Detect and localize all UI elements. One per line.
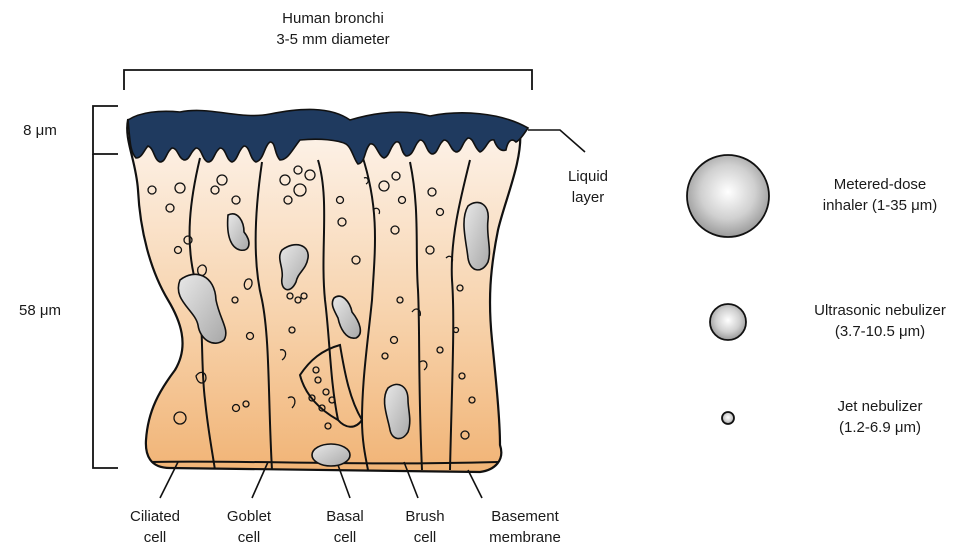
title-line1: Human bronchi: [258, 8, 408, 29]
jet-nebulizer-label: Jet nebulizer (1.2-6.9 μm): [790, 396, 970, 438]
diameter-bracket: [124, 70, 532, 90]
cell-thickness-label: 58 μm: [10, 300, 70, 321]
basement-membrane-label: Basement membrane: [470, 506, 580, 548]
ultrasonic-sphere: [710, 304, 746, 340]
diagram-title: Human bronchi 3-5 mm diameter: [258, 8, 408, 50]
liquid-layer-label: Liquid layer: [558, 166, 618, 208]
basement-leader: [468, 470, 482, 498]
goblet-cell-label: Goblet cell: [204, 506, 294, 548]
ciliated-cell-label: Ciliated cell: [110, 506, 200, 548]
brush-cell-label: Brush cell: [380, 506, 470, 548]
epithelium-tissue: [127, 109, 528, 472]
basal-cell-label: Basal cell: [300, 506, 390, 548]
particle-spheres: [687, 155, 769, 424]
thickness-brackets: [93, 106, 118, 468]
metered-dose-sphere: [687, 155, 769, 237]
liquid-thickness-label: 8 μm: [10, 120, 70, 141]
title-line2: 3-5 mm diameter: [258, 29, 408, 50]
ultrasonic-label: Ultrasonic nebulizer (3.7-10.5 μm): [790, 300, 970, 342]
liquid-layer-leader: [528, 130, 585, 152]
jet-sphere: [722, 412, 734, 424]
metered-dose-label: Metered-dose inhaler (1-35 μm): [790, 174, 970, 216]
